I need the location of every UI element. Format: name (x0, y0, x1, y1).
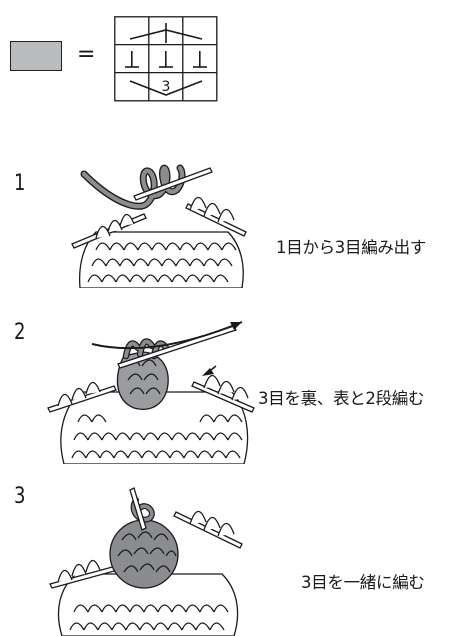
increase-mark-icon (129, 80, 203, 96)
knit-three-from-one-icon (71, 164, 247, 288)
step-number: 2 (14, 320, 26, 345)
step-number: 1 (14, 171, 26, 196)
knit-three-together-icon (49, 487, 243, 636)
symbol-number: 3 (162, 79, 171, 95)
legend-swatch (10, 41, 62, 71)
decrease-mark-icon (129, 23, 203, 43)
symbol-grid-border (114, 16, 218, 102)
step-caption: 3目を一緒に編む (301, 573, 425, 592)
purl-knit-two-rows-icon (47, 321, 255, 464)
step-caption: 3目を裏、表と2段編む (258, 389, 425, 408)
bobble-chart-symbol: 3 (114, 16, 218, 102)
step-caption: 1目から3目編み出す (276, 238, 426, 257)
knit-bars-icon (125, 51, 207, 68)
equals-sign: = (77, 42, 96, 67)
step-number: 3 (14, 484, 26, 509)
